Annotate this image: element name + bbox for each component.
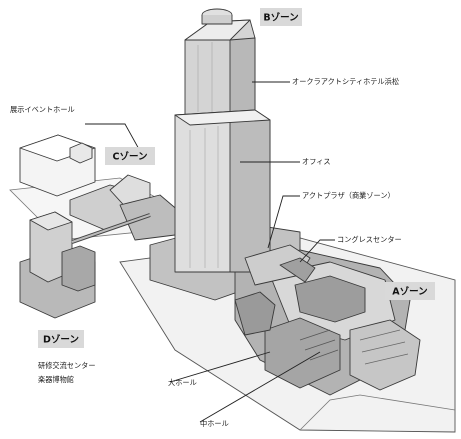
exhibition-hall-building	[19, 134, 96, 197]
main-tower	[174, 8, 271, 273]
zone-c-badge: Cゾーン	[105, 147, 155, 165]
exhibition-hall-label: 展示イベントホール	[10, 105, 75, 114]
zone-a-badge: Aゾーン	[385, 282, 435, 300]
act-plaza-roof	[244, 244, 316, 286]
zone-c-label: Cゾーン	[113, 151, 148, 163]
hotel-label: オークラアクトシティホテル浜松	[292, 77, 399, 86]
d-zone-building	[19, 211, 96, 319]
congress-center-label: コングレスセンター	[337, 235, 402, 244]
zone-a-label: Aゾーン	[392, 286, 427, 298]
pedestrian-bridge	[71, 213, 151, 244]
medium-hall-label: 中ホール	[200, 419, 229, 428]
office-label: オフィス	[302, 157, 331, 166]
zone-d-badge: Dゾーン	[38, 330, 84, 348]
c-zone-buildings	[69, 174, 181, 241]
instrument-museum-label: 楽器博物館	[38, 375, 74, 384]
large-hall-label: 大ホール	[168, 378, 197, 387]
act-plaza-label: アクトプラザ（商業ゾーン）	[302, 191, 395, 200]
training-center-label: 研修交流センター	[38, 361, 96, 370]
zone-d-label: Dゾーン	[43, 334, 79, 346]
zone-b-label: Bゾーン	[263, 12, 298, 24]
zone-b-badge: Bゾーン	[260, 8, 302, 26]
